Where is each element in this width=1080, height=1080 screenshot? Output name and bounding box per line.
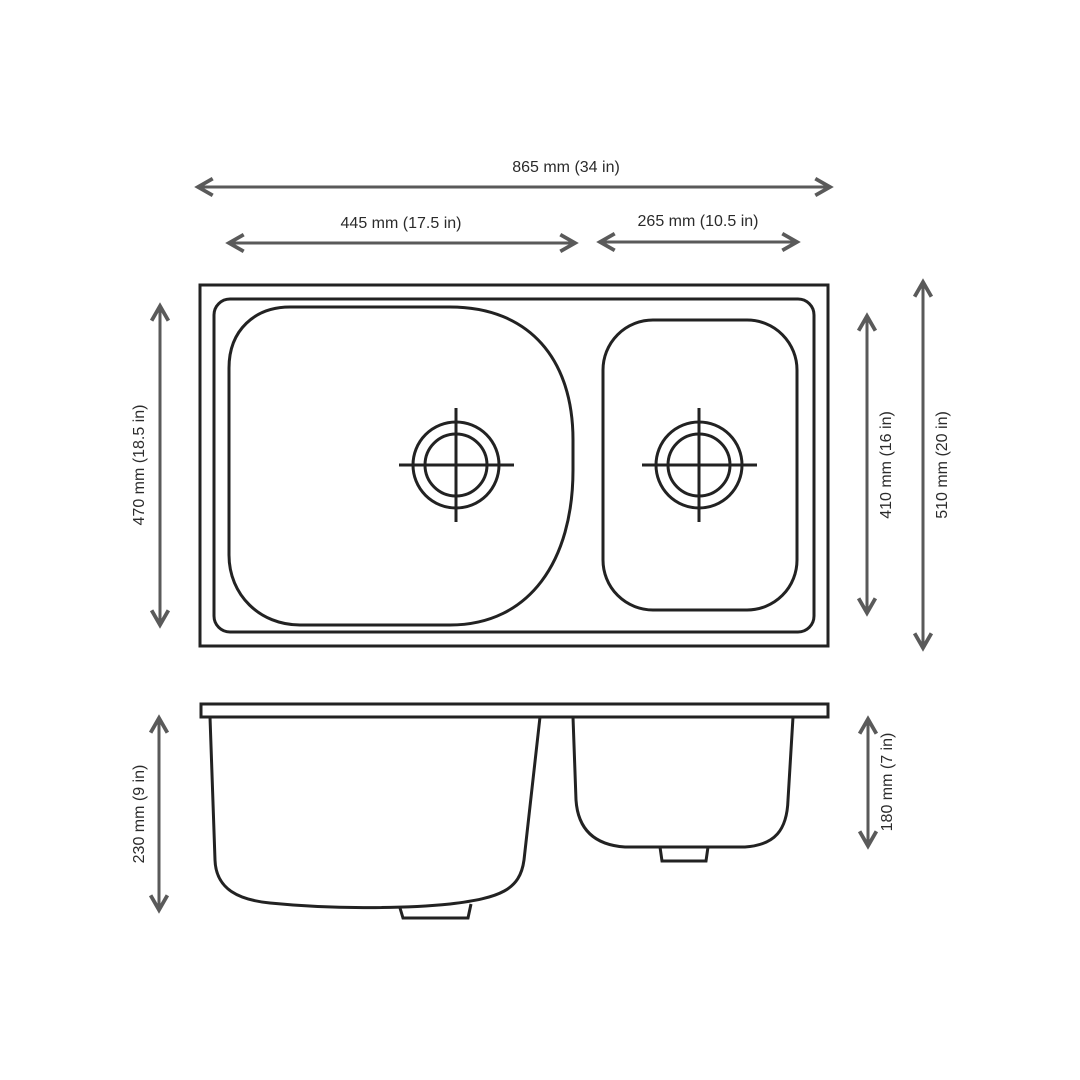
side-view bbox=[199, 702, 830, 920]
small-bowl-drain bbox=[642, 408, 757, 522]
large-bowl-depth-label: 230 mm (9 in) bbox=[131, 764, 148, 864]
large-bowl-profile bbox=[208, 716, 542, 910]
small-bowl-drain-profile bbox=[658, 846, 710, 863]
large-bowl-width-label: 445 mm (17.5 in) bbox=[340, 215, 462, 232]
sink-frame bbox=[198, 283, 830, 648]
large-bowl-outline bbox=[227, 305, 575, 627]
overall-width-label: 865 mm (34 in) bbox=[512, 159, 620, 176]
small-bowl-profile bbox=[571, 716, 795, 849]
large-bowl-drain bbox=[399, 408, 514, 522]
large-bowl-drain-profile bbox=[398, 903, 473, 920]
small-bowl-depth-label: 180 mm (7 in) bbox=[879, 732, 896, 832]
small-bowl-length-label: 410 mm (16 in) bbox=[878, 411, 895, 519]
overall-depth-label: 510 mm (20 in) bbox=[934, 411, 951, 519]
dimension-arrows bbox=[148, 176, 934, 914]
sink-ledge bbox=[212, 297, 816, 634]
small-bowl-outline bbox=[601, 318, 799, 612]
large-bowl-length-label: 470 mm (18.5 in) bbox=[131, 404, 148, 526]
small-bowl-width-label: 265 mm (10.5 in) bbox=[637, 213, 759, 230]
top-view bbox=[198, 283, 830, 648]
rim-profile bbox=[199, 702, 830, 719]
